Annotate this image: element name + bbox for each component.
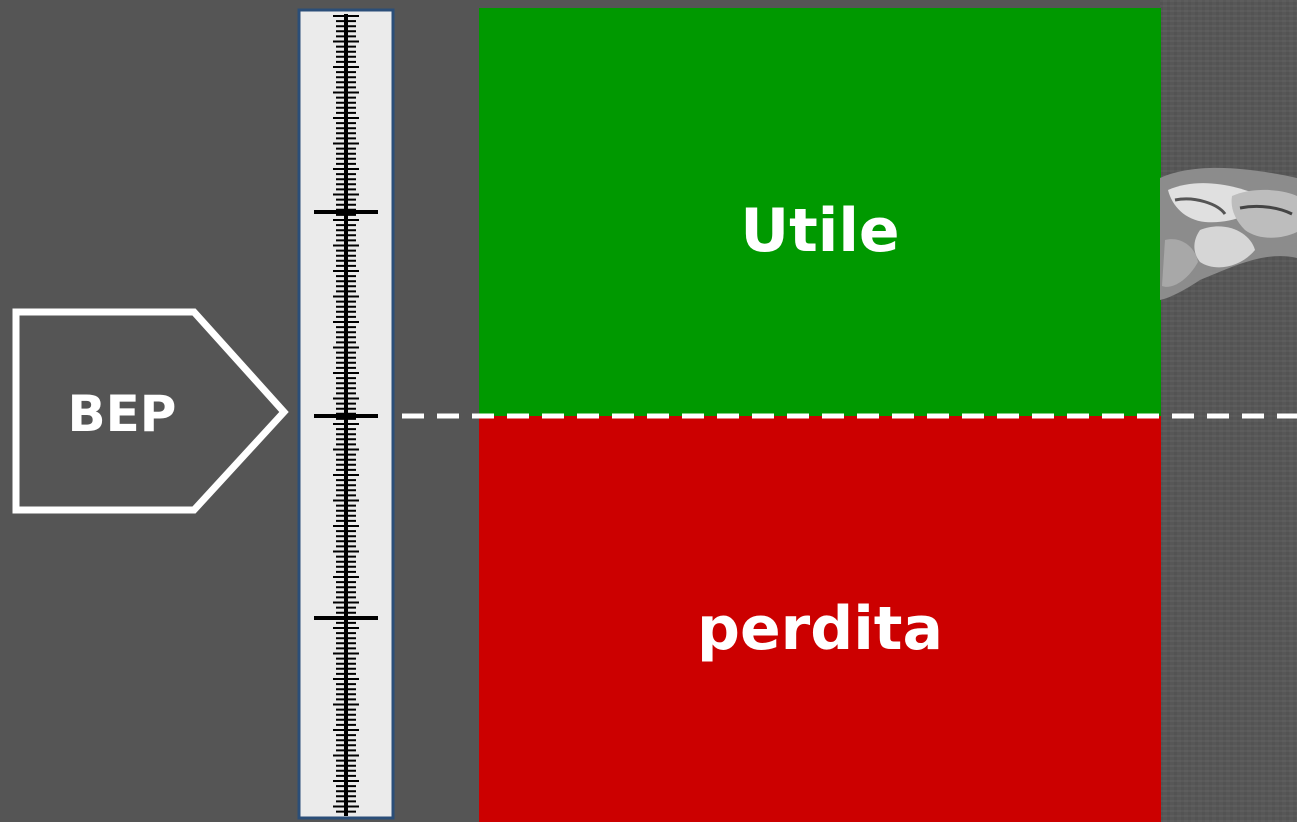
profit-zone-label: Utile	[740, 196, 900, 266]
ruler-gauge	[297, 8, 395, 820]
textured-background	[1160, 0, 1297, 822]
profit-zone	[479, 8, 1161, 416]
bep-label: BEP	[67, 385, 177, 443]
loss-zone-label: perdita	[697, 594, 943, 664]
ruler-ticks	[314, 15, 378, 813]
metal-clips-image	[1160, 167, 1297, 300]
bep-marker-shape	[12, 308, 289, 514]
loss-zone	[479, 416, 1161, 822]
